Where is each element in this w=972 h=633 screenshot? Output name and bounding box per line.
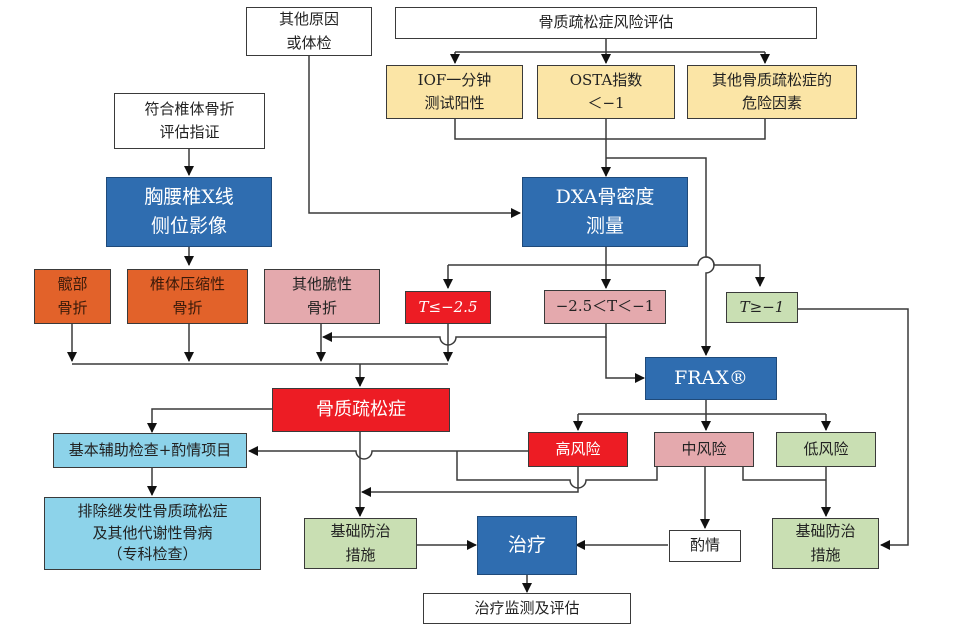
low-risk-label: 低风险: [803, 439, 849, 458]
connector-t-mid-to-frax: [605, 337, 645, 383]
frax-box: FRAX®: [645, 357, 777, 400]
other-causes-line-2: 或体检: [286, 33, 332, 52]
vertebral-fracture-line-2: 骨折: [172, 298, 203, 317]
dxa-line-2: 测量: [585, 215, 624, 237]
basic-prevention-right-box: 基础防治 措施: [772, 518, 879, 569]
monitoring-box: 治疗监测及评估: [423, 593, 631, 624]
discretion-box: 酌情: [669, 530, 741, 562]
connector-t-mid-to-fragility: [322, 324, 607, 346]
mid-risk-label: 中风险: [681, 439, 727, 458]
osta-line-1: OSTA指数: [569, 70, 643, 89]
connector-osteoporosis-to-exam: [147, 408, 272, 433]
t-score-high-box: T≥−1: [726, 292, 798, 323]
xray-line-2: 侧位影像: [150, 215, 227, 237]
vertebral-indication-box: 符合椎体骨折 评估指证: [114, 93, 265, 149]
basic-prevention-right-line-2: 措施: [810, 545, 841, 564]
other-fragility-line-1: 其他脆性: [291, 275, 352, 294]
connector-dxa-down: [605, 247, 765, 287]
hip-fracture-line-1: 髋部: [57, 275, 88, 294]
connector-iof-merge: [454, 118, 766, 140]
exclude-secondary-box: 排除继发性骨质疏松症 及其他代谢性骨病 （专科检查）: [44, 497, 261, 570]
iof-line-2: 测试阳性: [424, 94, 485, 112]
connector-risk-split: [455, 38, 765, 53]
connector-t-high-to-prevention: [798, 308, 909, 550]
other-fragility-fracture-box: 其他脆性 骨折: [264, 269, 380, 324]
vertebral-indication-line-1: 符合椎体骨折: [144, 99, 235, 118]
exclude-secondary-line-1: 排除继发性骨质疏松症: [77, 501, 228, 520]
hip-fracture-box: 髋部 骨折: [34, 269, 111, 324]
high-risk-label: 高风险: [555, 439, 601, 458]
other-fragility-line-2: 骨折: [306, 298, 337, 317]
xray-box: 胸腰椎X线 侧位影像: [106, 177, 272, 247]
iof-box: IOF一分钟 测试阳性: [386, 65, 523, 119]
frax-label: FRAX®: [674, 366, 748, 389]
other-risk-box: 其他骨质疏松症的 危险因素: [687, 65, 857, 119]
basic-prevention-left-box: 基础防治 措施: [304, 518, 417, 569]
osta-box: OSTA指数 ＜−1: [537, 65, 675, 119]
vertebral-fracture-line-1: 椎体压缩性: [149, 275, 225, 294]
xray-line-1: 胸腰椎X线: [144, 185, 234, 208]
connector-other-causes-to-dxa: [308, 55, 521, 218]
high-risk-box: 高风险: [528, 432, 628, 467]
vertebral-indication-line-2: 评估指证: [159, 123, 220, 141]
t-score-low-box: T≤−2.5: [405, 291, 491, 324]
basic-prevention-left-line-2: 措施: [345, 545, 376, 564]
connector-high-risk-down: [361, 467, 579, 497]
iof-line-1: IOF一分钟: [417, 70, 492, 89]
low-risk-box: 低风险: [776, 432, 876, 467]
risk-assessment-label: 骨质疏松症风险评估: [538, 13, 674, 32]
discretion-label: 酌情: [689, 536, 720, 555]
basic-exam-label: 基本辅助检查+酌情项目: [68, 440, 232, 459]
osta-line-2: ＜−1: [587, 94, 625, 112]
connector-high-risk-to-exam: [248, 446, 528, 460]
monitoring-label: 治疗监测及评估: [474, 598, 580, 617]
osteoporosis-label: 骨质疏松症: [316, 399, 406, 421]
other-risk-line-1: 其他骨质疏松症的: [711, 70, 832, 89]
connector-mid-risk-right: [742, 467, 826, 481]
t-score-mid-box: −2.5＜T＜−1: [544, 290, 666, 324]
hip-fracture-line-2: 骨折: [57, 298, 88, 317]
risk-assessment-box: 骨质疏松症风险评估: [395, 7, 817, 39]
t-score-mid-label: −2.5＜T＜−1: [555, 297, 655, 316]
basic-prevention-left-line-1: 基础防治: [330, 522, 391, 541]
other-causes-line-1: 其他原因: [278, 10, 339, 29]
dxa-box: DXA骨密度 测量: [522, 177, 688, 247]
other-causes-box: 其他原因 或体检: [246, 7, 372, 56]
treatment-box: 治疗: [477, 516, 577, 575]
vertebral-fracture-box: 椎体压缩性 骨折: [127, 269, 248, 324]
exclude-secondary-line-2: 及其他代谢性骨病: [92, 523, 213, 542]
basic-prevention-right-line-1: 基础防治: [795, 522, 856, 541]
t-score-low-label: T≤−2.5: [418, 297, 478, 316]
osteoporosis-box: 骨质疏松症: [272, 388, 450, 432]
basic-exam-box: 基本辅助检查+酌情项目: [53, 433, 247, 468]
exclude-secondary-line-3: （专科检查）: [107, 545, 198, 564]
treatment-label: 治疗: [507, 533, 546, 556]
other-risk-line-2: 危险因素: [741, 94, 802, 112]
mid-risk-box: 中风险: [654, 432, 754, 467]
t-score-high-label: T≥−1: [739, 297, 785, 316]
dxa-line-1: DXA骨密度: [555, 185, 655, 208]
connector-to-t-low: [448, 264, 606, 288]
